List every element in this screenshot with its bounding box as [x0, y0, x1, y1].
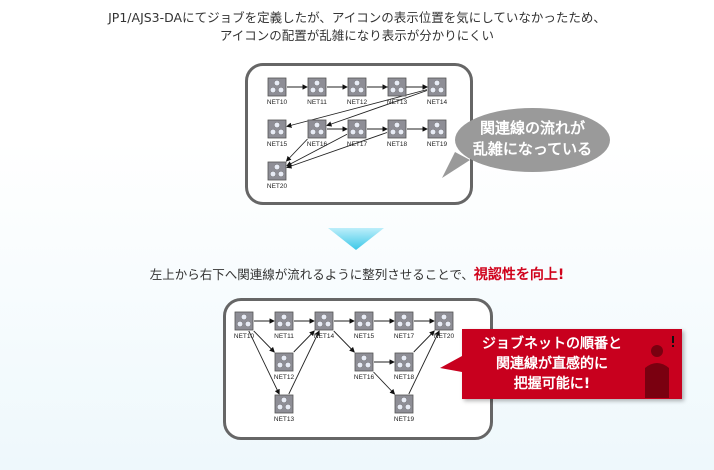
edge-NET13-NET14	[288, 330, 320, 395]
jobnet-node[interactable]: NET13	[274, 394, 295, 423]
edge-NET19-NET20	[408, 330, 440, 395]
jobnet-label: NET18	[394, 374, 415, 381]
jobnet-label: NET17	[394, 333, 415, 340]
jobnet-label: NET16	[354, 374, 375, 381]
middle-highlight: 視認性を向上!	[473, 267, 565, 283]
jobnet-node[interactable]: NET10	[234, 311, 255, 340]
jobnet-node[interactable]: NET14	[314, 311, 335, 340]
jobnet-node[interactable]: NET18	[394, 352, 415, 381]
jobnet-node[interactable]: NET19	[394, 394, 415, 423]
jobnet-node[interactable]: NET16	[307, 119, 328, 148]
jobnet-label: NET13	[274, 416, 295, 423]
edge-NET14-NET16	[333, 330, 355, 353]
edge-NET10-NET13	[248, 330, 280, 395]
jobnet-node[interactable]: NET10	[267, 77, 288, 106]
jobnet-node[interactable]: NET17	[394, 311, 415, 340]
jobnet-label: NET19	[394, 416, 415, 423]
jobnet-label: NET13	[387, 99, 408, 106]
jobnet-label: NET20	[267, 183, 288, 190]
jobnet-label: NET17	[347, 141, 368, 148]
jobnet-node[interactable]: NET12	[274, 352, 295, 381]
before-speech-bubble: 関連線の流れが 乱雑になっている	[455, 108, 610, 172]
header-line-1: JP1/AJS3-DAにてジョブを定義したが、アイコンの表示位置を気にしていなか…	[108, 10, 606, 25]
jobnet-label: NET12	[347, 99, 368, 106]
jobnet-node[interactable]: NET11	[307, 77, 327, 106]
edge-NET17-NET20	[286, 133, 348, 167]
jobnet-node[interactable]: NET14	[427, 77, 448, 106]
jobnet-label: NET14	[427, 99, 448, 106]
person-silhouette-icon	[645, 336, 674, 398]
edge-NET14-NET16	[326, 90, 428, 127]
jobnet-node[interactable]: NET15	[354, 311, 375, 340]
bubble-line-1: 関連線の流れが	[479, 119, 585, 137]
callout-pointer	[440, 356, 462, 372]
callout-line-1: ジョブネットの順番と	[482, 336, 622, 352]
jobnet-label: NET10	[267, 99, 288, 106]
callout-line-2: 関連線が直感的に	[496, 356, 608, 372]
down-arrow-icon	[328, 228, 384, 250]
jobnet-label: NET14	[314, 333, 335, 340]
jobnet-node[interactable]: NET20	[267, 161, 288, 190]
jobnet-label: NET16	[307, 141, 328, 148]
middle-caption: 左上から右下へ関連線が流れるように整列させることで、視認性を向上!	[0, 266, 714, 284]
bubble-line-2: 乱雑になっている	[472, 140, 593, 158]
jobnet-node[interactable]: NET19	[427, 119, 448, 148]
header-line-2: アイコンの配置が乱雑になり表示が分かりにくい	[219, 28, 495, 43]
jobnet-label: NET12	[274, 374, 295, 381]
jobnet-node[interactable]: NET12	[347, 77, 368, 106]
jobnet-node[interactable]: NET18	[387, 119, 408, 148]
jobnet-label: NET11	[307, 99, 327, 106]
edge-NET18-NET20	[286, 132, 388, 169]
jobnet-label: NET15	[354, 333, 375, 340]
jobnet-node[interactable]: NET11	[274, 311, 294, 340]
jobnet-node[interactable]: NET15	[267, 119, 288, 148]
edge-NET16-NET20	[285, 138, 308, 162]
edge-NET12-NET14	[293, 330, 315, 353]
jobnet-label: NET10	[234, 333, 255, 340]
edge-NET18-NET20	[413, 330, 435, 353]
edge-NET16-NET19	[373, 371, 396, 395]
jobnet-node[interactable]: NET17	[347, 119, 368, 148]
jobnet-label: NET18	[387, 141, 408, 148]
jobnet-node[interactable]: NET16	[354, 352, 375, 381]
jobnet-node[interactable]: NET13	[387, 77, 408, 106]
edge-NET10-NET12	[253, 330, 275, 353]
jobnet-label: NET15	[267, 141, 288, 148]
callout-line-3: 把握可能に!	[513, 376, 591, 392]
jobnet-label: NET20	[434, 333, 455, 340]
jobnet-label: NET19	[427, 141, 448, 148]
jobnet-node[interactable]: NET20	[434, 311, 455, 340]
middle-text: 左上から右下へ関連線が流れるように整列させることで、	[149, 267, 474, 282]
jobnet-label: NET11	[274, 333, 294, 340]
bubble-tail	[442, 152, 470, 178]
